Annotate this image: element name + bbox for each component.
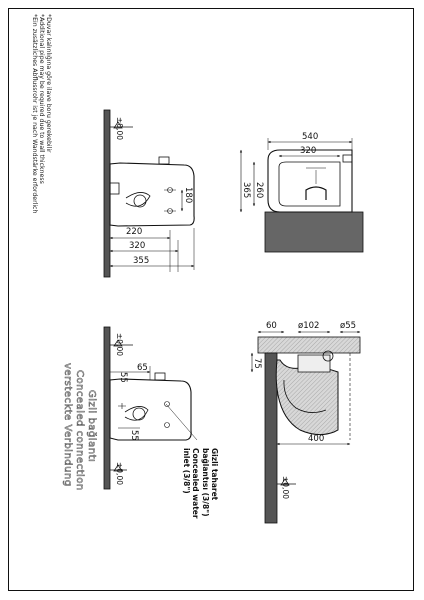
- bowl-plan-outline: [267, 149, 353, 213]
- dim-55-top: 55: [118, 372, 128, 383]
- level-label-section: ±0,00: [281, 476, 290, 499]
- dim-540: 540: [302, 132, 318, 142]
- dim-320: 320: [129, 241, 145, 251]
- dim-102: ø102: [298, 321, 319, 331]
- dim-65: 65: [137, 363, 148, 373]
- inlet-label-tr-1: Gizli taharet: [210, 448, 219, 501]
- concealed-connection-outline-text: Gizli bağlantı Concealed connection vers…: [62, 363, 99, 491]
- bowl-section: [275, 359, 339, 436]
- inlet-label-en-2: inlet (3/8"): [182, 448, 191, 494]
- dim-220: 220: [126, 227, 142, 237]
- wall-section: [264, 352, 278, 524]
- dim-180: 180: [183, 187, 193, 203]
- section-view: 60 ø102 ø55 75 400 ±0,00: [250, 321, 361, 524]
- outline-label-de: versteckte Verbindung: [62, 363, 73, 487]
- dim-55-bottom: 55: [129, 430, 139, 441]
- level-label-bottom: ±0,00: [115, 462, 124, 485]
- wall-plan: [264, 211, 364, 253]
- level-marker-icon: [113, 121, 123, 129]
- inlet-label-tr-2: bağlantısı (3/8"): [201, 448, 210, 517]
- inlet-label-en-1: Concealed water: [191, 448, 200, 519]
- bowl-side-outline: [109, 162, 195, 227]
- concealed-inlet-label: Gizli taharet bağlantısı (3/8") Conceale…: [182, 448, 219, 519]
- dim-355: 355: [133, 256, 149, 266]
- note-tr: *Duvar kalınlığına göre ilave boru gerek…: [45, 14, 53, 153]
- bowl-side-outline-bottom: [109, 378, 192, 441]
- wall-bottom: [103, 326, 111, 490]
- drawing-border: [8, 8, 414, 591]
- note-en: *Additional pipe may be required due to …: [38, 14, 45, 184]
- dim-320-plan: 320: [300, 146, 316, 156]
- dim-55-section: ø55: [340, 321, 356, 331]
- level-label-bottom-view: ±0,00: [115, 333, 124, 356]
- side-view-bottom: ±0,00 65 55 55 ±0,00: [103, 326, 198, 490]
- dim-400: 400: [308, 434, 324, 444]
- notes-block: *Duvar kalınlığına göre ilave boru gerek…: [31, 14, 53, 213]
- plan-view: 540 320 260 365: [239, 132, 364, 253]
- wall-top: [103, 109, 111, 278]
- level-label: ±0,00: [115, 117, 124, 140]
- outline-label-en: Concealed connection: [74, 370, 85, 491]
- dim-60: 60: [266, 321, 277, 331]
- dim-260: 260: [254, 182, 264, 198]
- dim-365: 365: [241, 182, 251, 198]
- dim-75: 75: [252, 358, 262, 369]
- note-de: *Ein zusätzliches Abflussrohr ist je nac…: [31, 14, 38, 213]
- outline-label-tr: Gizli bağlantı: [86, 390, 98, 462]
- side-view-top: ±0,00 220 320 355 180: [103, 109, 195, 278]
